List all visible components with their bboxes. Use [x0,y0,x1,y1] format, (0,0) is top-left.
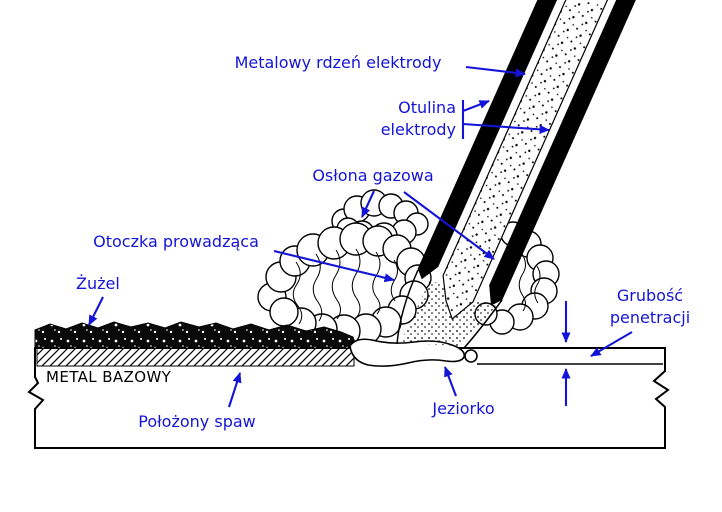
arrow-guiding-sheath [273,249,395,283]
arrow-gas-left [361,190,375,218]
arrow-core [465,65,526,78]
weld-bead-hatch [36,347,355,367]
label-gas-shield: Osłona gazowa [312,166,434,185]
label-guiding-sheath: Otoczka prowadząca [93,232,259,251]
arrow-laid-weld [228,372,242,408]
sheath-edge-left [396,269,419,345]
arrow-coating-lower [462,122,550,134]
arrow-slag [88,296,104,326]
electrode [417,0,662,321]
electrode-core-rod [442,0,639,321]
label-electrode-core: Metalowy rdzeń elektrody [234,53,442,72]
sheath-edge-right [463,299,503,349]
label-penetration-line1: Grubość [616,286,684,305]
arrow-penetration [590,331,633,357]
label-electrode-coating: Otulina elektrody [348,97,456,141]
gas-cloud-left [257,222,432,348]
arrow-weld-pool [444,366,457,397]
base-metal-block [27,347,670,449]
arrow-coating-upper [462,100,490,112]
label-weld-pool: Jeziorko [432,399,495,418]
arc-spray [396,269,503,349]
label-penetration-depth: Grubość penetracji [594,285,706,329]
electrode-coating-right [489,0,662,306]
label-laid-weld: Położony spaw [138,412,256,431]
slag-layer [34,321,358,349]
label-electrode-coating-line2: elektrody [380,120,456,139]
weld-pool [349,338,478,367]
cloud-scribbles [292,248,541,325]
label-slag: Żużel [76,274,120,293]
arrow-gas-right [403,191,495,260]
label-penetration-line2: penetracji [609,308,691,327]
label-electrode-coating-line1: Otulina [398,98,456,117]
electrode-coating-left [417,0,596,280]
leader-arrows [88,65,633,408]
label-base-metal: METAL BAZOWY [46,368,172,386]
